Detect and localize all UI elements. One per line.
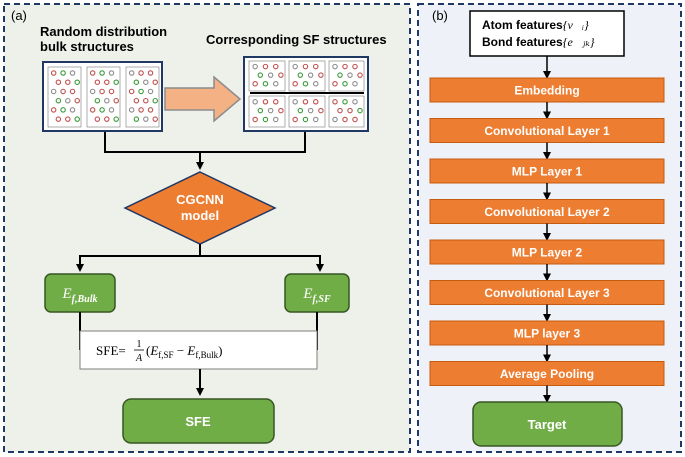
sfe-formula-prefix: SFE= (96, 343, 126, 358)
sfe-formula-node: SFE= 1 A (Ef,SF − Ef,Bulk) (79, 330, 318, 370)
bulk-title-line2: bulk structures (40, 39, 134, 54)
layer-label: MLP Layer 2 (512, 246, 583, 260)
panel-b-tag: (b) (432, 8, 448, 23)
model-label-line1: CGCNN (176, 192, 224, 207)
bulk-title-line1: Random distribution (40, 24, 167, 39)
ef-bulk-main: E (61, 286, 71, 302)
input-features-node: Atom features{v⃗ᵢ} Bond features{e⃗ⱼₖ} (469, 10, 625, 57)
layer-label: Convolutional Layer 3 (484, 286, 610, 300)
model-label-line2: model (181, 208, 219, 223)
sfe-term2-main: E (186, 343, 195, 358)
ef-bulk-sub: f,Bulk (72, 294, 98, 305)
sfe-open-paren: ( (146, 343, 150, 358)
layer-label: Embedding (514, 84, 579, 98)
atom-features-math: {v⃗ᵢ} (563, 18, 589, 32)
layer-node: Embedding (429, 77, 665, 103)
transform-arrow-icon (164, 75, 242, 123)
layer-node: MLP Layer 1 (429, 158, 665, 184)
layer-box (429, 158, 665, 184)
sfe-term2-sub: f,Bulk (195, 350, 218, 360)
layer-node: Convolutional Layer 3 (429, 280, 665, 305)
sf-structures-image (243, 56, 369, 132)
bond-features-math: {e⃗ⱼₖ} (563, 35, 595, 49)
sfe-minus: − (174, 343, 188, 358)
bulk-structures-image (42, 61, 163, 132)
layer-node: Convolutional Layer 2 (429, 199, 665, 224)
ef-bulk-node: Ef,Bulk (44, 273, 116, 313)
layer-node: Convolutional Layer 1 (429, 118, 665, 143)
svg-text:SFE=: SFE= (96, 343, 126, 358)
ef-sf-node: Ef,SF (284, 273, 350, 313)
ef-sf-main: E (302, 286, 312, 302)
layer-box (429, 199, 665, 224)
sfe-output-label: SFE (185, 414, 211, 429)
layer-label: Convolutional Layer 2 (484, 205, 610, 219)
layer-box (429, 118, 665, 143)
panel-a-tag: (a) (11, 8, 27, 23)
svg-text:Bond features{e⃗ⱼₖ}: Bond features{e⃗ⱼₖ} (482, 35, 595, 49)
layer-label: MLP layer 3 (514, 327, 581, 341)
svg-text:Ef,Bulk: Ef,Bulk (61, 286, 97, 305)
layer-label: MLP Layer 1 (512, 165, 583, 179)
svg-text:(Ef,SF − Ef,Bulk): (Ef,SF − Ef,Bulk) (146, 343, 222, 360)
layer-node: MLP layer 3 (429, 320, 665, 346)
cgcnn-model-node: CGCNN model (123, 171, 277, 245)
layer-label: Average Pooling (500, 367, 594, 381)
layer-node: Average Pooling (429, 361, 665, 386)
layer-box (429, 77, 665, 103)
target-output-node: Target (472, 401, 623, 447)
sfe-output-node: SFE (122, 398, 275, 444)
svg-text:Atom features{v⃗ᵢ}: Atom features{v⃗ᵢ} (482, 18, 589, 32)
layer-node: MLP Layer 2 (429, 239, 665, 265)
bond-features-label: Bond features (482, 35, 563, 49)
layer-box (429, 239, 665, 265)
sf-title: Corresponding SF structures (206, 32, 387, 47)
sfe-term1-main: E (149, 343, 158, 358)
layer-label: Convolutional Layer 1 (484, 124, 610, 138)
sfe-close-paren: ) (218, 343, 222, 358)
sfe-term1-sub: f,SF (158, 350, 173, 360)
sfe-frac-num: 1 (137, 339, 142, 350)
atom-features-label: Atom features (482, 18, 563, 32)
sfe-frac-den: A (135, 353, 143, 364)
svg-text:Ef,SF: Ef,SF (302, 286, 331, 305)
ef-sf-sub: f,SF (313, 294, 331, 305)
target-label: Target (528, 417, 567, 432)
